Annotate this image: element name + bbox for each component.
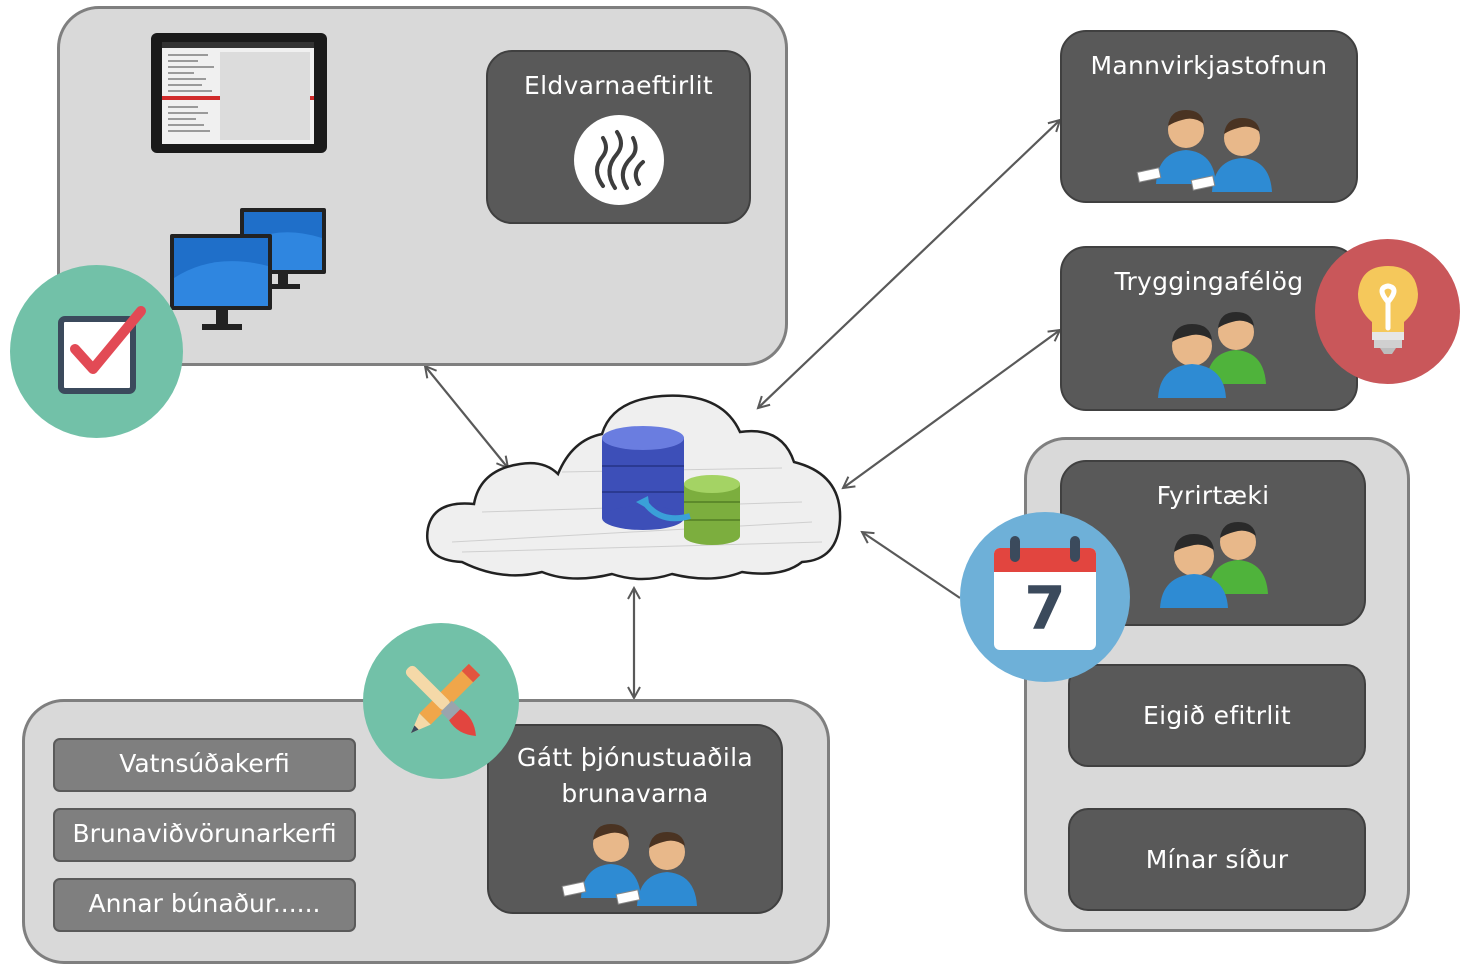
gatt-label: Gátt þjónustuaðila brunavarna xyxy=(517,743,753,808)
arrow-cloud-mannvirkja xyxy=(758,120,1060,408)
sub-item-vatnsudakerfi[interactable]: Vatnsúðakerfi xyxy=(53,738,356,792)
monitors-icon xyxy=(170,208,326,330)
pencil-brush-icon xyxy=(405,663,481,736)
arrow-cloud-trygginga xyxy=(843,330,1060,488)
eigid-efitrlit-node[interactable]: Eigið efitrlit xyxy=(1068,664,1366,767)
mannvirkjastofnun-node[interactable]: Mannvirkjastofnun xyxy=(1060,30,1358,203)
lightbulb-icon xyxy=(1358,266,1418,354)
tryggingafelog-node[interactable]: Tryggingafélög xyxy=(1060,246,1358,411)
mannvirkjastofnun-label: Mannvirkjastofnun xyxy=(1090,51,1328,80)
eigid-efitrlit-label: Eigið efitrlit xyxy=(1143,701,1291,730)
database-cloud-icon xyxy=(425,394,842,581)
minar-sidur-node[interactable]: Mínar síður xyxy=(1068,808,1366,911)
eldvarnaeftirlit-node[interactable]: Eldvarnaeftirlit xyxy=(486,50,751,224)
tryggingafelog-label: Tryggingafélög xyxy=(1114,267,1304,296)
users-icon xyxy=(1136,110,1272,192)
fyrirtaeki-label: Fyrirtæki xyxy=(1156,481,1270,510)
sub-item-brunavidvorunarkerfi[interactable]: Brunaviðvörunarkerfi xyxy=(53,808,356,862)
eldvarnaeftirlit-label: Eldvarnaeftirlit xyxy=(524,71,713,100)
checkbox-icon xyxy=(58,306,146,394)
arrow-group-cloud xyxy=(425,366,508,468)
tablet-icon xyxy=(151,33,327,153)
users-icon xyxy=(561,824,697,906)
calendar-icon: 7 xyxy=(990,534,1100,654)
users-icon xyxy=(1158,312,1266,398)
minar-sidur-label: Mínar síður xyxy=(1145,845,1289,874)
users-icon xyxy=(1160,522,1268,608)
gatt-node[interactable]: Gátt þjónustuaðila brunavarna xyxy=(487,724,783,914)
flame-logo-icon xyxy=(574,115,664,205)
arrow-fyrirtaeki-cloud xyxy=(862,532,961,599)
calendar-day: 7 xyxy=(1024,574,1066,644)
sub-item-annar-bunadur[interactable]: Annar búnaður...... xyxy=(53,878,356,932)
